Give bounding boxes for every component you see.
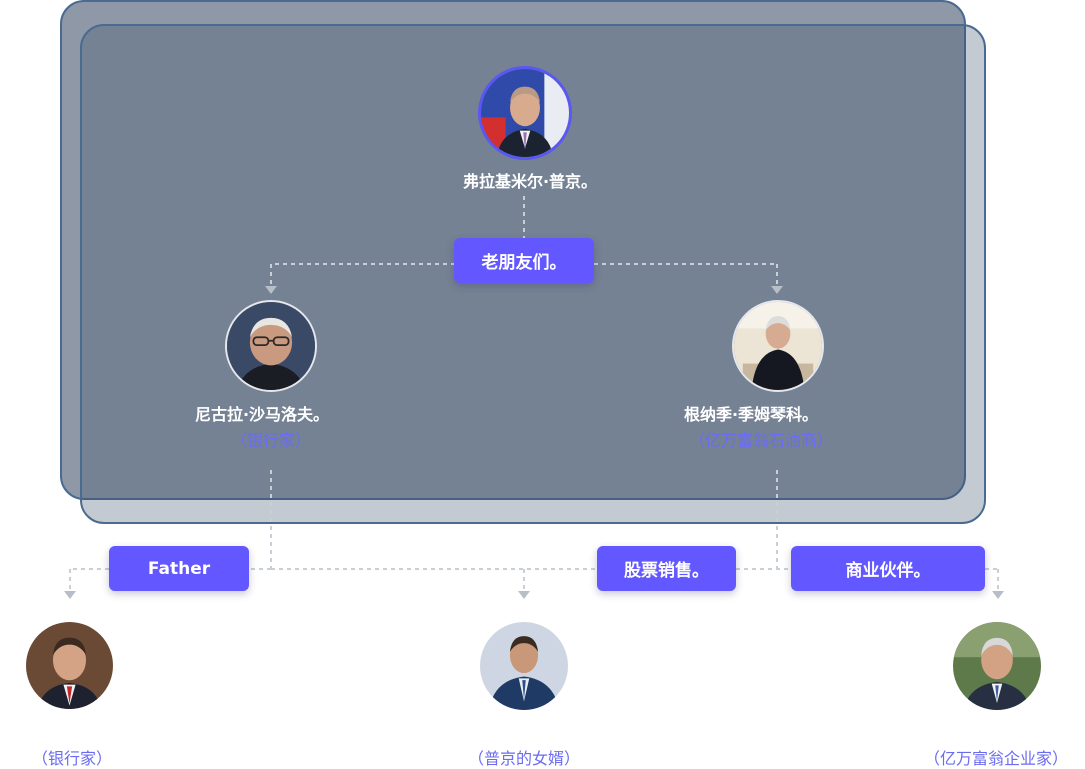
name-putin: 弗拉基米尔·普京。: [462, 172, 598, 191]
portrait-shamalov: [227, 302, 315, 390]
relation-badge-father: Father: [109, 546, 249, 591]
role-mikhelson: （亿万富翁企业家）: [923, 749, 1069, 768]
portrait-kirill: [480, 622, 568, 710]
relation-badge-partner: 商业伙伴。: [791, 546, 985, 591]
role-timchenko: （亿万富翁石油商）: [688, 431, 834, 450]
role-son-banker: （银行家）: [31, 749, 113, 768]
arrow-timchenko: [771, 286, 783, 294]
role-shamalov: （银行家）: [230, 431, 312, 450]
name-shamalov: 尼古拉·沙马洛夫。: [194, 405, 330, 424]
avatar-shamalov: [225, 300, 317, 392]
portrait-son-banker: [26, 622, 113, 709]
arrow-shamalov: [265, 286, 277, 294]
avatar-son-banker: [24, 620, 115, 711]
relation-badge-stock-sales: 股票销售。: [597, 546, 736, 591]
arrow-son: [64, 591, 76, 599]
avatar-timchenko: [732, 300, 824, 392]
portrait-timchenko: [734, 302, 822, 390]
portrait-putin: [481, 69, 569, 157]
portrait-mikhelson: [953, 622, 1041, 710]
arrow-kirill: [518, 591, 530, 599]
avatar-putin: [478, 66, 572, 160]
avatar-kirill: [478, 620, 570, 712]
relation-badge-old-friends: 老朋友们。: [454, 238, 594, 283]
arrow-mikhelson: [992, 591, 1004, 599]
role-kirill: （普京的女婿）: [467, 749, 581, 768]
avatar-mikhelson: [951, 620, 1043, 712]
name-timchenko: 根纳季·季姆琴科。: [683, 405, 819, 424]
